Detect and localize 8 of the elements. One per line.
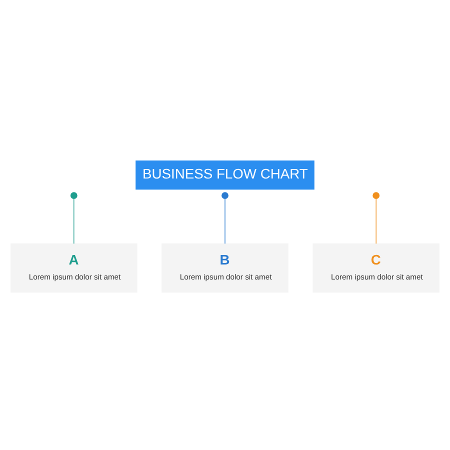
node-circle xyxy=(372,192,380,200)
node-circle xyxy=(70,192,78,200)
diagram-title: BUSINESS FLOW CHART xyxy=(142,166,308,182)
node-circle xyxy=(222,192,228,200)
node-box: C Lorem ipsum dolor sit amet xyxy=(312,243,440,293)
node-box: A Lorem ipsum dolor sit amet xyxy=(10,243,138,293)
node-box: B Lorem ipsum dolor sit amet xyxy=(162,243,288,293)
connector xyxy=(224,198,226,244)
